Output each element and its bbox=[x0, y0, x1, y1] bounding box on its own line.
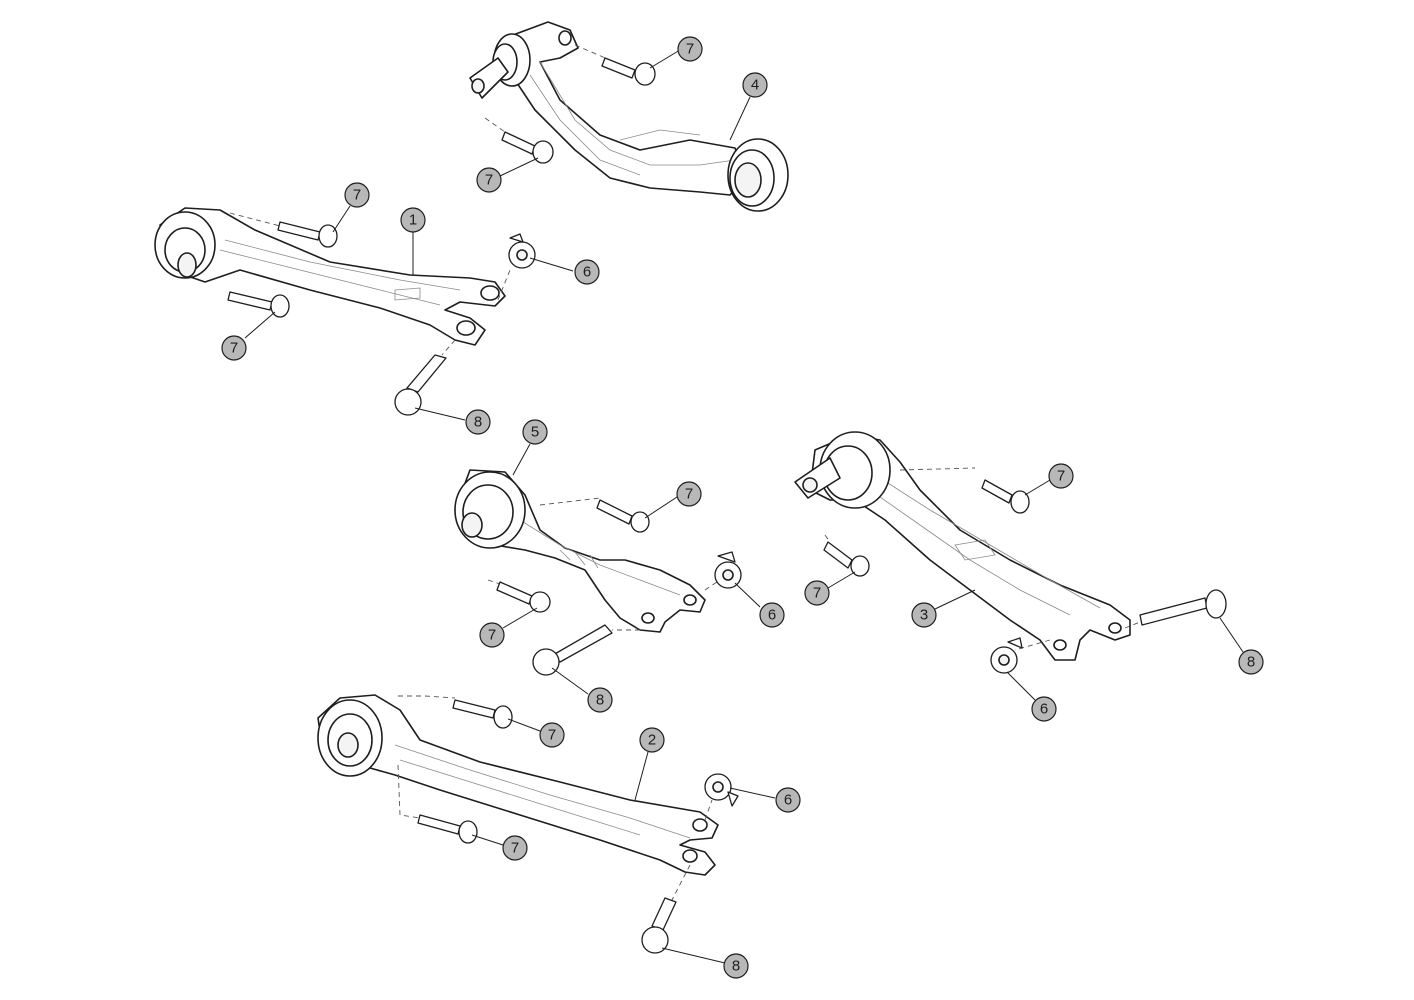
bolt-7-arm4-upper bbox=[574, 44, 656, 86]
svg-text:8: 8 bbox=[1247, 654, 1255, 671]
bolt-7-arm5-upper bbox=[539, 497, 650, 533]
callout-1: 1 bbox=[400, 207, 426, 233]
control-arm-4 bbox=[469, 21, 789, 212]
svg-text:7: 7 bbox=[813, 585, 821, 602]
callout-2: 2 bbox=[639, 727, 665, 753]
nut-6-arm2 bbox=[704, 773, 739, 821]
callout-7: 7 bbox=[479, 622, 505, 648]
leader-lines bbox=[244, 49, 1244, 964]
callout-3: 3 bbox=[911, 602, 937, 628]
callout-4: 4 bbox=[742, 72, 768, 98]
svg-text:6: 6 bbox=[583, 264, 591, 281]
bolt-7-arm1-lower bbox=[227, 291, 290, 318]
bolt-7-arm1-upper bbox=[229, 212, 338, 248]
control-arm-2 bbox=[317, 694, 719, 876]
svg-text:7: 7 bbox=[1057, 468, 1065, 485]
bolt-7-arm4-lower bbox=[484, 117, 554, 164]
callout-7: 7 bbox=[502, 835, 528, 861]
callout-7: 7 bbox=[676, 481, 702, 507]
svg-text:7: 7 bbox=[548, 727, 556, 744]
control-arm-5 bbox=[454, 469, 706, 633]
callout-7: 7 bbox=[677, 36, 703, 62]
svg-text:6: 6 bbox=[784, 792, 792, 809]
callout-6: 6 bbox=[775, 787, 801, 813]
callout-7: 7 bbox=[1048, 463, 1074, 489]
svg-text:8: 8 bbox=[732, 958, 740, 975]
svg-text:7: 7 bbox=[686, 41, 694, 58]
bolt-7-arm3-upper bbox=[899, 467, 1030, 514]
svg-text:7: 7 bbox=[485, 172, 493, 189]
svg-text:2: 2 bbox=[648, 732, 656, 749]
bolt-8-arm3 bbox=[1124, 589, 1227, 629]
callout-7: 7 bbox=[476, 167, 502, 193]
callout-7: 7 bbox=[804, 580, 830, 606]
svg-text:7: 7 bbox=[685, 486, 693, 503]
callout-6: 6 bbox=[1031, 696, 1057, 722]
svg-text:4: 4 bbox=[751, 77, 759, 94]
callout-8: 8 bbox=[1238, 649, 1264, 675]
callout-7: 7 bbox=[539, 722, 565, 748]
control-arm-3 bbox=[794, 431, 1131, 661]
svg-text:8: 8 bbox=[474, 414, 482, 431]
bolt-7-arm5-lower bbox=[487, 579, 551, 613]
svg-text:7: 7 bbox=[488, 627, 496, 644]
callout-8: 8 bbox=[465, 409, 491, 435]
bolt-8-arm1 bbox=[394, 339, 456, 416]
callout-7: 7 bbox=[344, 182, 370, 208]
callout-8: 8 bbox=[723, 953, 749, 979]
bolt-7-arm2-upper bbox=[398, 695, 513, 729]
bolt-7-arm3-lower bbox=[823, 534, 870, 577]
control-arm-1 bbox=[154, 207, 506, 346]
nut-6-arm5 bbox=[704, 551, 742, 591]
callout-6: 6 bbox=[574, 259, 600, 285]
svg-text:7: 7 bbox=[353, 187, 361, 204]
nut-6-arm3 bbox=[990, 637, 1051, 674]
callout-7: 7 bbox=[221, 335, 247, 361]
svg-text:5: 5 bbox=[531, 424, 539, 441]
svg-text:8: 8 bbox=[596, 692, 604, 709]
callout-8: 8 bbox=[587, 687, 613, 713]
bolt-8-arm5 bbox=[532, 624, 640, 676]
svg-text:3: 3 bbox=[920, 607, 928, 624]
bolt-7-arm2-lower bbox=[397, 764, 478, 844]
svg-text:6: 6 bbox=[768, 607, 776, 624]
bolt-8-arm2 bbox=[641, 864, 691, 954]
nut-6-arm1 bbox=[497, 233, 536, 301]
svg-text:7: 7 bbox=[511, 840, 519, 857]
callout-6: 6 bbox=[759, 602, 785, 628]
svg-text:7: 7 bbox=[230, 340, 238, 357]
svg-text:1: 1 bbox=[409, 212, 417, 229]
svg-text:6: 6 bbox=[1040, 701, 1048, 718]
callout-5: 5 bbox=[522, 419, 548, 445]
